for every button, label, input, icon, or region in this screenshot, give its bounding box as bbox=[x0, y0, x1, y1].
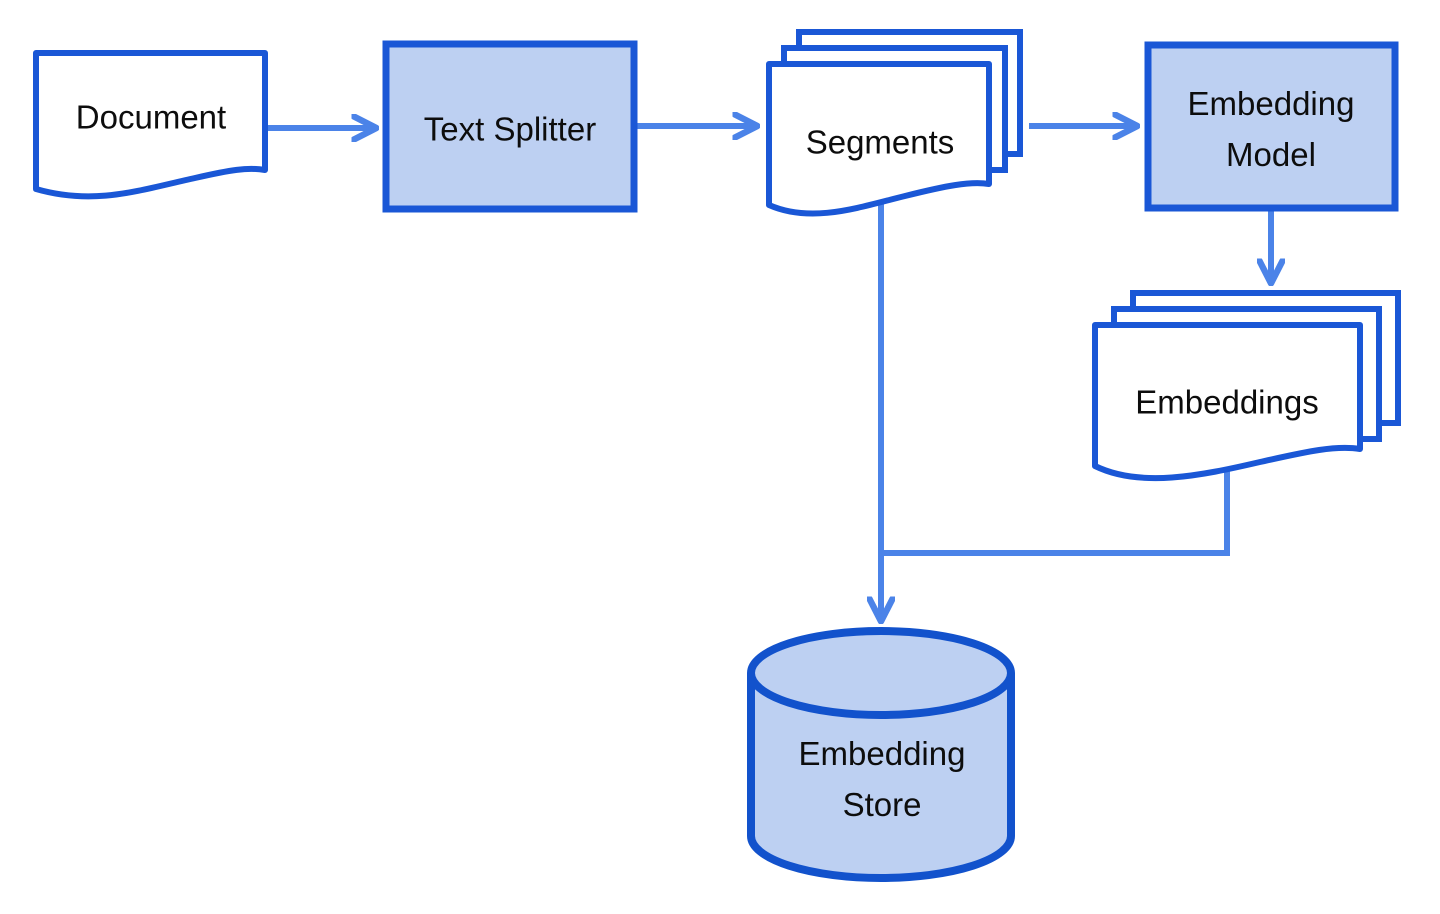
embedding-store-top bbox=[747, 627, 1015, 719]
edge-embeddings-to-junction bbox=[884, 464, 1230, 556]
node-document bbox=[33, 50, 268, 200]
node-embedding-store bbox=[747, 627, 1015, 882]
embedding-store-body bbox=[747, 673, 1015, 882]
embeddings-label: Embeddings bbox=[1135, 383, 1319, 421]
segments-label: Segments bbox=[805, 123, 955, 161]
embedding-store-label: Embedding Store bbox=[798, 734, 966, 823]
embedding-model-label: Embedding Model bbox=[1187, 84, 1355, 173]
node-segments bbox=[766, 29, 1023, 217]
segments-page-front bbox=[766, 61, 992, 217]
embeddings-page-front bbox=[1092, 322, 1363, 482]
document-label: Document bbox=[75, 98, 227, 136]
node-embedding-model bbox=[1144, 41, 1399, 212]
node-text-splitter bbox=[382, 40, 638, 213]
text-splitter-label: Text Splitter bbox=[423, 110, 597, 148]
node-embeddings bbox=[1092, 290, 1401, 482]
